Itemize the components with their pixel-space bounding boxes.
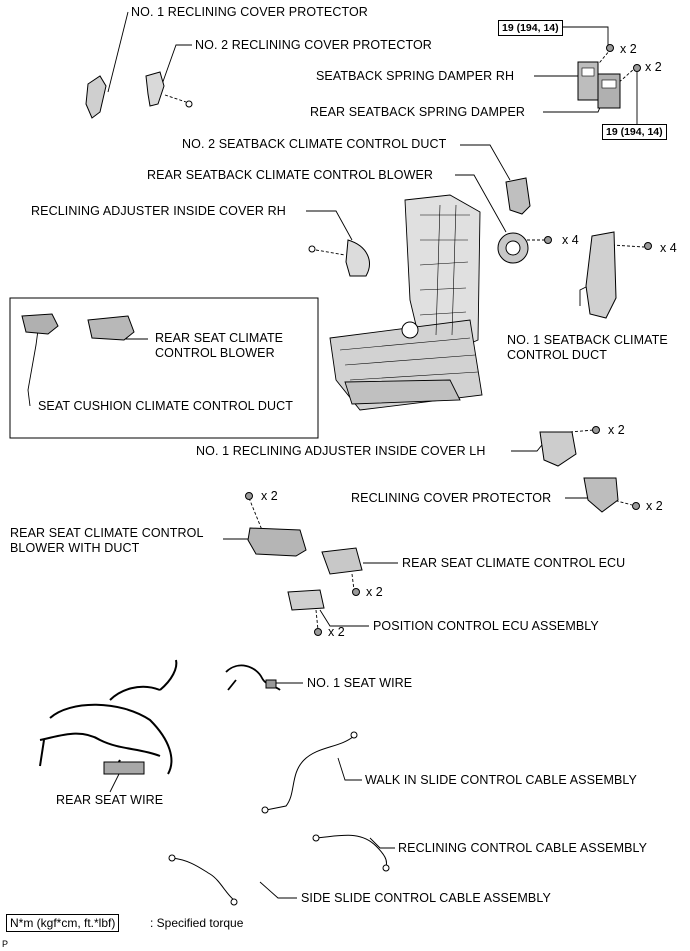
leader-no1-protector (107, 11, 129, 93)
torque-spec-bottom: 19 (194, 14) (602, 124, 667, 140)
label-no1-seatback-climate-control-duct: NO. 1 SEATBACK CLIMATE CONTROL DUCT (507, 333, 668, 362)
label-rear-seatback-climate-control-blower: REAR SEATBACK CLIMATE CONTROL BLOWER (147, 168, 434, 182)
torque-spec-top: 19 (194, 14) (498, 20, 563, 36)
label-rear-seat-climate-control-ecu: REAR SEAT CLIMATE CONTROL ECU (402, 556, 626, 570)
legend-torque-unit-box: N*m (kgf*cm, ft.*lbf) (6, 914, 120, 932)
label-no2-seatback-climate-control-duct: NO. 2 SEATBACK CLIMATE CONTROL DUCT (182, 137, 447, 151)
leader-cushion-duct (27, 329, 39, 407)
label-reclining-adjuster-inside-cover-rh: RECLINING ADJUSTER INSIDE COVER RH (31, 204, 286, 218)
label-position-control-ecu-assembly: POSITION CONTROL ECU ASSEMBLY (373, 619, 599, 633)
qty-position-ecu-bolts: x 2 (328, 625, 345, 639)
leader-torque-top (546, 26, 609, 48)
label-rear-seat-climate-control-blower-with-duct: REAR SEAT CLIMATE CONTROL BLOWER WITH DU… (10, 526, 204, 555)
label-rear-seat-wire: REAR SEAT WIRE (56, 793, 164, 807)
label-reclining-cover-protector: RECLINING COVER PROTECTOR (351, 491, 552, 505)
label-rear-seatback-spring-damper: REAR SEATBACK SPRING DAMPER (310, 105, 526, 119)
leader-no2-duct (460, 144, 511, 181)
leader-rear-blower (455, 174, 507, 233)
qty-damper-rear-nuts: x 2 (645, 60, 662, 74)
label-no2-reclining-cover-protector: NO. 2 RECLINING COVER PROTECTOR (195, 38, 432, 52)
qty-duct-bolts: x 4 (660, 241, 677, 255)
label-walk-in-slide-control-cable-assembly: WALK IN SLIDE CONTROL CABLE ASSEMBLY (365, 773, 637, 787)
label-rear-seat-climate-control-blower: REAR SEAT CLIMATE CONTROL BLOWER (155, 331, 284, 360)
leader-torque-bottom (636, 72, 654, 132)
label-seat-cushion-climate-control-duct: SEAT CUSHION CLIMATE CONTROL DUCT (38, 399, 293, 413)
leader-no2-protector (159, 44, 192, 91)
leader-rear-seat-wire (109, 771, 121, 793)
label-no1-reclining-cover-protector: NO. 1 RECLINING COVER PROTECTOR (131, 5, 368, 19)
leader-position-ecu (319, 609, 369, 627)
qty-cover-lh-screws: x 2 (608, 423, 625, 437)
qty-damper-rh-nuts: x 2 (620, 42, 637, 56)
label-no1-reclining-adjuster-inside-cover-lh: NO. 1 RECLINING ADJUSTER INSIDE COVER LH (196, 444, 486, 458)
qty-ecu-bolts: x 2 (366, 585, 383, 599)
leader-cover-rh (306, 210, 353, 241)
label-reclining-control-cable-assembly: RECLINING CONTROL CABLE ASSEMBLY (398, 841, 648, 855)
label-side-slide-control-cable-assembly: SIDE SLIDE CONTROL CABLE ASSEMBLY (301, 891, 551, 905)
label-no1-seat-wire: NO. 1 SEAT WIRE (307, 676, 413, 690)
qty-protector-screws: x 2 (646, 499, 663, 513)
leader-walk-in-cable (337, 757, 362, 781)
leader-side-slide-cable (259, 881, 297, 899)
leader-reclining-cable (369, 837, 395, 849)
label-seatback-spring-damper-rh: SEATBACK SPRING DAMPER RH (316, 69, 515, 83)
corner-mark: P (2, 939, 9, 949)
qty-blower-bolts: x 4 (562, 233, 579, 247)
leader-cover-lh (511, 439, 547, 452)
legend-torque-text: : Specified torque (150, 916, 244, 930)
qty-blower-duct-bolts: x 2 (261, 489, 278, 503)
